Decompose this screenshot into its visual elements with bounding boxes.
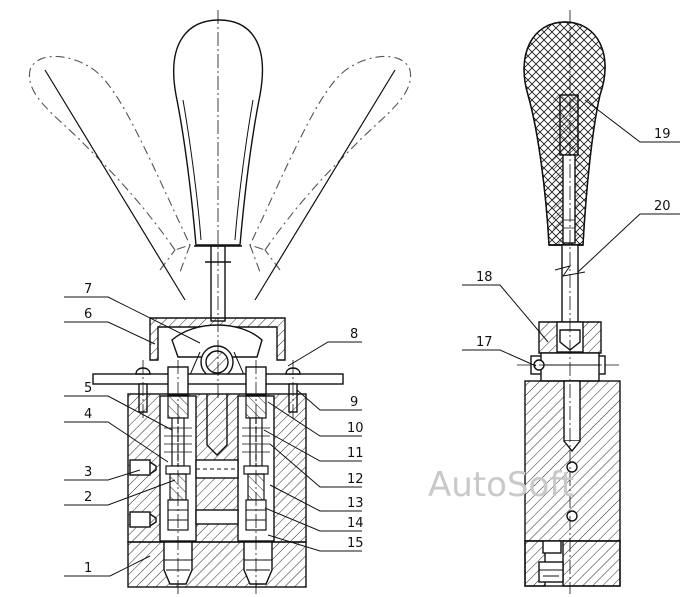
phantom-axis-left [44,69,186,301]
callout-2: 2 [84,490,92,505]
callout-17: 17 [476,335,493,350]
callout-19: 19 [654,127,671,142]
callout-1: 1 [84,561,92,576]
leader-lines [64,99,680,577]
side-plug-lower [129,511,151,528]
side-plug-upper [129,459,151,476]
phantom-handle-left [28,55,191,273]
callout-20: 20 [654,199,671,214]
phantom-handle-right [249,55,412,273]
callout-12: 12 [347,472,364,487]
callout-5: 5 [84,381,92,396]
left-section-view [28,10,412,594]
callout-labels: 1 2 3 4 5 6 7 8 9 10 11 12 13 14 15 17 1… [84,127,671,576]
port-fitting-right [243,541,273,585]
phantom-axis-right [254,69,396,301]
watermark: AutoSoft [428,465,574,505]
callout-15: 15 [347,536,364,551]
callout-11: 11 [347,446,364,461]
callout-6: 6 [84,307,92,322]
callout-14: 14 [347,516,364,531]
right-section-view [517,10,622,594]
base-block [127,541,307,588]
callout-8: 8 [350,327,358,342]
callout-4: 4 [84,407,92,422]
handle-knob [173,19,264,246]
callout-18: 18 [476,270,493,285]
callout-3: 3 [84,465,92,480]
rocker [171,324,263,358]
callout-13: 13 [347,496,364,511]
callout-7: 7 [84,282,92,297]
callout-9: 9 [350,395,358,410]
callout-10: 10 [347,421,364,436]
